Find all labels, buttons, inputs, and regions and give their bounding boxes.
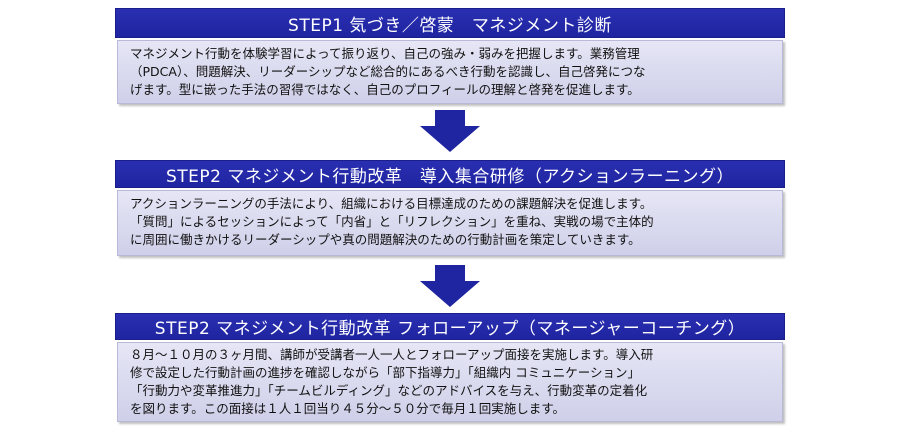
step3-line-3: 「行動力や変革推進力」「チームビルディング」などのアドバイスを与え、行動変革の定…	[130, 383, 648, 398]
step3-description: ８月～１０月の３ヶ月間、講師が受講者一人一人とフォローアップ面接を実施します。導…	[117, 342, 783, 422]
down-arrow-icon	[420, 265, 480, 307]
step2: STEP2 マネジメント行動改革 導入集合研修（アクションラーニング） アクショ…	[115, 160, 785, 256]
step2-line-3: に周囲に働きかけるリーダーシップや真の問題解決のための行動計画を策定していきます…	[130, 232, 641, 247]
step1-line-2: （PDCA）、問題解決、リーダーシップなど総合的にあるべき行動を認識し、自己啓発…	[130, 64, 646, 79]
step2-title: STEP2 マネジメント行動改革 導入集合研修（アクションラーニング）	[115, 160, 785, 188]
step1-title: STEP1 気づき／啓蒙 マネジメント診断	[115, 8, 785, 38]
step2-line-2: 「質問」によるセッションによって「内省」と「リフレクション」を重ね、実戦の場で主…	[130, 214, 654, 229]
step1-line-1: マネジメント行動を体験学習によって振り返り、自己の強み・弱みを把握します。業務管…	[130, 46, 640, 61]
step3-title: STEP2 マネジメント行動改革 フォローアップ（マネージャーコーチング）	[115, 313, 785, 340]
step3-line-4: を図ります。この面接は１人１回当り４５分～５０分で毎月１回実施します。	[130, 401, 566, 416]
down-arrow-icon	[420, 110, 480, 152]
step3-line-2: 修で設定した行動計画の進捗を確認しながら「部下指導力」「組織内 コミュニケーショ…	[130, 365, 640, 380]
step2-description: アクションラーニングの手法により、組織における目標達成のための課題解決を促進しま…	[117, 190, 783, 256]
step3-line-1: ８月～１０月の３ヶ月間、講師が受講者一人一人とフォローアップ面接を実施します。導…	[130, 347, 654, 362]
step1: STEP1 気づき／啓蒙 マネジメント診断 マネジメント行動を体験学習によって振…	[115, 8, 785, 104]
step1-line-3: げます。型に嵌った手法の習得ではなく、自己のプロフィールの理解と啓発を促進します…	[130, 82, 640, 97]
step1-description: マネジメント行動を体験学習によって振り返り、自己の強み・弱みを把握します。業務管…	[117, 40, 783, 104]
step3: STEP2 マネジメント行動改革 フォローアップ（マネージャーコーチング） ８月…	[115, 313, 785, 422]
step2-line-1: アクションラーニングの手法により、組織における目標達成のための課題解決を促進しま…	[130, 196, 653, 211]
